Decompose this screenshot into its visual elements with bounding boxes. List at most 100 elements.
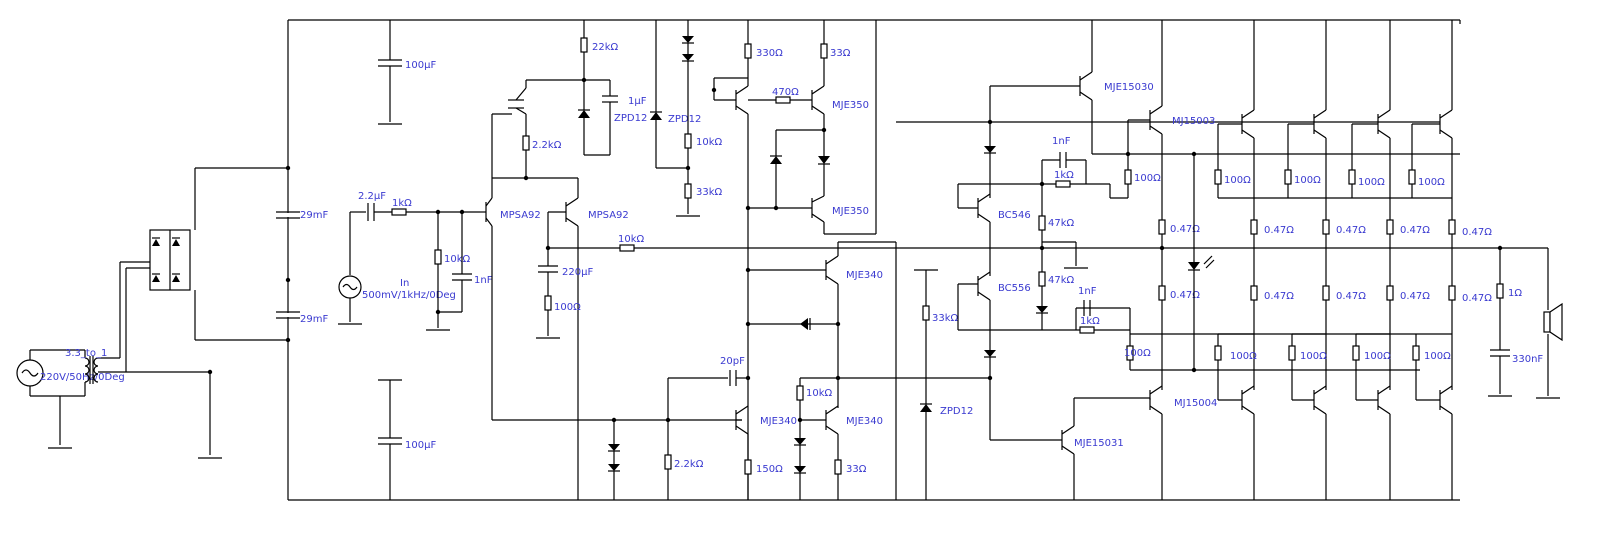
base-resistor-top-4-label: 100Ω (1358, 177, 1385, 188)
base-resistor-bottom-2-label: 100Ω (1230, 351, 1257, 362)
bias-diode (800, 318, 811, 330)
low-mirror-resistor-33-label: 33Ω (846, 464, 867, 475)
feedback-resistor: 10kΩ (618, 234, 645, 252)
filter-capacitor-top-label: 29mF (300, 210, 328, 221)
ccs-emitter-resistor-label: 2.2kΩ (532, 140, 562, 151)
emitter-resistor-bottom-1-label: 0.47Ω (1170, 290, 1200, 301)
bias-bottom-resistor-1k-label: 1kΩ (1080, 316, 1100, 327)
ltp-transistor-2-label: MPSA92 (588, 210, 629, 221)
decoupling-capacitor-top: 100µF (378, 20, 436, 125)
input-source: In 500mV/1kHz/0Deg (338, 212, 456, 325)
ltp-transistor-1-label: MPSA92 (500, 210, 541, 221)
base-resistor-top-2-label: 100Ω (1224, 175, 1251, 186)
bias-diode-bottom (984, 350, 996, 358)
output-stage-5 (1408, 20, 1456, 500)
zener-feed-resistor: 33kΩ (914, 269, 959, 404)
ltp-transistor-1: MPSA92 (480, 197, 541, 227)
feedback-ground-resistor: 100Ω (544, 295, 581, 313)
input-source-value: 500mV/1kHz/0Deg (362, 290, 456, 301)
low-mirror-diodes (794, 438, 806, 474)
transformer: 3.3_to_1 (65, 348, 210, 396)
emitter-resistor-bottom-3-label: 0.47Ω (1336, 291, 1366, 302)
transformer-label: 3.3_to_1 (65, 348, 107, 359)
zener-divider-resistor-1: 10kΩ (684, 133, 723, 149)
mirror-resistor-33: 33Ω (820, 43, 851, 59)
low-mirror-resistor-10k-label: 10kΩ (806, 388, 833, 399)
bias-diode-top (984, 146, 996, 154)
input-bias-resistor-label: 10kΩ (444, 254, 471, 265)
zobel-capacitor-label: 330nF (1512, 354, 1543, 365)
mains-source: 220V/50Hz/0Deg (16, 349, 125, 449)
output-stage-2 (1214, 20, 1258, 500)
ltp-transistor-2: MPSA92 (565, 197, 629, 227)
mirror-resistor-330: 330Ω (744, 43, 783, 59)
decoupling-capacitor-top-label: 100µF (405, 60, 436, 71)
zener-feed-resistor-label: 33kΩ (932, 313, 959, 324)
input-source-name: In (400, 278, 409, 289)
vas-emitter-resistor-label: 2.2kΩ (674, 459, 704, 470)
mirror-diode-left (770, 155, 782, 164)
output-transistor-top-label: MJ15003 (1172, 116, 1215, 127)
mains-source-label: 220V/50Hz/0Deg (40, 372, 125, 383)
feedback-capacitor-label: 220µF (562, 267, 593, 278)
ccs-top-resistor: 22kΩ (580, 37, 619, 53)
emitter-resistor-top-3-label: 0.47Ω (1336, 225, 1366, 236)
bias-top-capacitor: 1nF (1052, 136, 1071, 168)
zobel-resistor: 1Ω (1496, 283, 1522, 299)
mje340-transistor-a-label: MJE340 (846, 270, 883, 281)
input-resistor-label: 1kΩ (392, 198, 412, 209)
bias-bottom-capacitor: 1nF (1078, 286, 1097, 316)
miller-capacitor: 20pF (720, 356, 745, 386)
bias-bottom-capacitor-label: 1nF (1078, 286, 1097, 297)
bias-diode-mid (1036, 306, 1048, 314)
emitter-resistor-bottom-2-label: 0.47Ω (1264, 291, 1294, 302)
bias-resistor-47k-top: 47kΩ (1038, 215, 1075, 231)
base-resistor-bottom-3-label: 100Ω (1300, 351, 1327, 362)
mje350-transistor-a-label: MJE350 (832, 100, 869, 111)
ccs-zener: ZPD12 (578, 109, 647, 124)
mirror-resistor-330-label: 330Ω (756, 48, 783, 59)
driver-base-resistor-bottom-label: 100Ω (1124, 348, 1151, 359)
driver-base-resistor-bottom: 100Ω (1124, 345, 1151, 361)
emitter-resistor-top-1-label: 0.47Ω (1170, 224, 1200, 235)
emitter-resistor-top-4-label: 0.47Ω (1400, 225, 1430, 236)
vas-zener-label: ZPD12 (668, 114, 701, 125)
bias-resistor-47k-bottom-label: 47kΩ (1048, 275, 1075, 286)
input-filter-capacitor: 1nF (452, 212, 493, 312)
filter-capacitor-top: 29mF (276, 210, 328, 221)
mje340-transistor-b-label: MJE340 (760, 416, 797, 427)
vas-emitter-resistor-150-label: 150Ω (756, 464, 783, 475)
ccs-emitter-resistor: 2.2kΩ (522, 135, 562, 151)
zener-divider-resistor-2-label: 33kΩ (696, 187, 723, 198)
feedback-resistor-label: 10kΩ (618, 234, 645, 245)
mje350-transistor-a: MJE350 (811, 85, 869, 115)
emitter-resistor-bottom-5-label: 0.47Ω (1462, 293, 1492, 304)
miller-capacitor-label: 20pF (720, 356, 745, 367)
vas-diodes (682, 36, 694, 62)
speaker-icon (1543, 302, 1563, 342)
mirror-transistor-1 (735, 85, 749, 115)
base-resistor-bottom-4-label: 100Ω (1364, 351, 1391, 362)
mje340-transistor-c: MJE340 (825, 405, 883, 435)
base-resistor-top-5-label: 100Ω (1418, 177, 1445, 188)
zobel-capacitor: 330nF (1490, 349, 1543, 365)
driver-transistor-npn: MJE15031 (1061, 425, 1124, 455)
bc556-transistor-label: BC556 (998, 283, 1031, 294)
bc546-transistor-label: BC546 (998, 210, 1031, 221)
bridge-rectifier (149, 229, 191, 291)
bias-resistor-47k-bottom: 47kΩ (1038, 271, 1075, 287)
vas-zener: ZPD12 (650, 111, 701, 125)
filter-capacitor-bottom: 29mF (276, 311, 328, 325)
mje340-transistor-c-label: MJE340 (846, 416, 883, 427)
driver-base-resistor-top: 100Ω (1124, 169, 1161, 185)
bias-top-capacitor-label: 1nF (1052, 136, 1071, 147)
mje340-transistor-b: MJE340 (735, 405, 797, 435)
ccs-top-resistor-label: 22kΩ (592, 42, 619, 53)
input-capacitor-label: 2.2µF (358, 191, 386, 202)
bias-resistor-47k-top-label: 47kΩ (1048, 218, 1075, 229)
emitter-resistor-bottom-4-label: 0.47Ω (1400, 291, 1430, 302)
output-stage-4 (1348, 20, 1394, 500)
driver-transistor-npn-label: MJE15031 (1074, 438, 1124, 449)
mirror-resistor-33-label: 33Ω (830, 48, 851, 59)
feedback-capacitor: 220µF (538, 248, 593, 296)
